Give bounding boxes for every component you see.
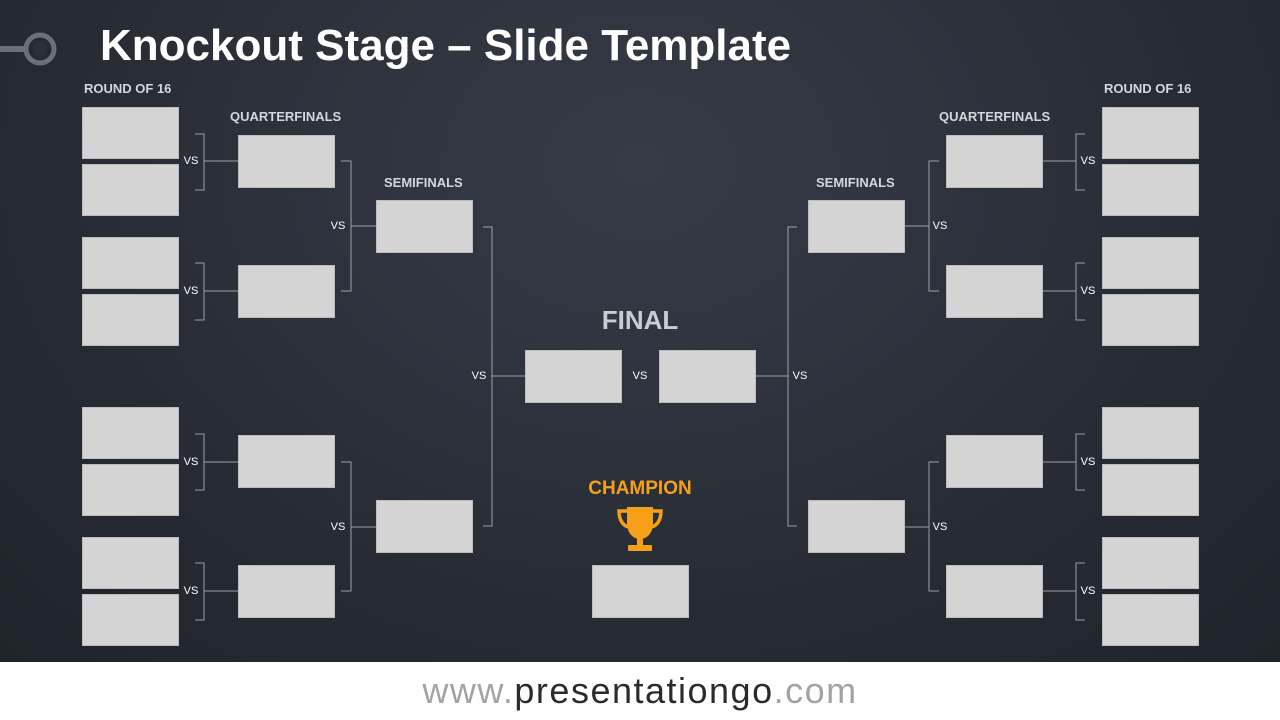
right-sf-slot-2[interactable] [808, 500, 905, 553]
quarterfinals-label-left: QUARTERFINALS [230, 109, 342, 124]
left-r16-slot-1[interactable] [82, 107, 179, 159]
left-r16-slot-6[interactable] [82, 464, 179, 516]
bracket-lines [195, 133, 1085, 621]
vs-label: VS [1080, 155, 1096, 167]
left-r16-slot-3[interactable] [82, 237, 179, 289]
right-qf-slot-4[interactable] [946, 565, 1043, 618]
vs-label: VS [471, 370, 487, 382]
right-qf-slot-1[interactable] [946, 135, 1043, 188]
left-r16-slot-8[interactable] [82, 594, 179, 646]
left-qf-slot-2[interactable] [238, 265, 335, 318]
vs-label: VS [183, 456, 199, 468]
slide-title: Knockout Stage – Slide Template [100, 21, 792, 70]
footer-url[interactable]: www.presentationgo.com [0, 662, 1280, 720]
left-r16-slot-7[interactable] [82, 537, 179, 589]
vs-label-final: VS [632, 370, 648, 382]
vs-label: VS [1080, 585, 1096, 597]
vs-label: VS [932, 521, 948, 533]
champion-slot[interactable] [592, 565, 689, 618]
right-qf-slot-3[interactable] [946, 435, 1043, 488]
left-r16-slot-4[interactable] [82, 294, 179, 346]
semifinals-label-right: SEMIFINALS [816, 175, 895, 190]
footer-suffix: .com [773, 670, 858, 711]
vs-label: VS [183, 155, 199, 167]
semifinals-label-left: SEMIFINALS [384, 175, 463, 190]
final-label: FINAL [601, 305, 679, 335]
round-of-16-label-right: ROUND OF 16 [1104, 81, 1192, 96]
footer-brand: presentationgo [514, 670, 774, 711]
slide: Knockout Stage – Slide Template ROUND OF… [0, 0, 1280, 662]
vs-label: VS [330, 521, 346, 533]
vs-label: VS [183, 285, 199, 297]
right-r16-slot-5[interactable] [1102, 407, 1199, 459]
key-logo-icon [0, 32, 57, 66]
quarterfinals-label-right: QUARTERFINALS [939, 109, 1051, 124]
left-qf-slot-4[interactable] [238, 565, 335, 618]
right-r16-slot-3[interactable] [1102, 237, 1199, 289]
left-qf-slot-1[interactable] [238, 135, 335, 188]
left-r16-slot-5[interactable] [82, 407, 179, 459]
right-r16-slot-4[interactable] [1102, 294, 1199, 346]
vs-label: VS [1080, 285, 1096, 297]
right-r16-slot-6[interactable] [1102, 464, 1199, 516]
right-r16-slot-2[interactable] [1102, 164, 1199, 216]
champion-label: CHAMPION [588, 478, 692, 499]
right-sf-slot-1[interactable] [808, 200, 905, 253]
vs-label: VS [183, 585, 199, 597]
vs-label: VS [932, 220, 948, 232]
left-r16-slot-2[interactable] [82, 164, 179, 216]
trophy-icon [617, 507, 663, 551]
left-sf-slot-1[interactable] [376, 200, 473, 253]
left-qf-slot-3[interactable] [238, 435, 335, 488]
right-r16-slot-7[interactable] [1102, 537, 1199, 589]
vs-label: VS [330, 220, 346, 232]
left-sf-slot-2[interactable] [376, 500, 473, 553]
right-r16-slot-1[interactable] [1102, 107, 1199, 159]
footer-prefix: www. [422, 670, 515, 711]
vs-label: VS [1080, 456, 1096, 468]
round-of-16-label-left: ROUND OF 16 [84, 81, 172, 96]
right-r16-slot-8[interactable] [1102, 594, 1199, 646]
final-slot-left[interactable] [525, 350, 622, 403]
vs-label: VS [792, 370, 808, 382]
right-qf-slot-2[interactable] [946, 265, 1043, 318]
final-slot-right[interactable] [659, 350, 756, 403]
